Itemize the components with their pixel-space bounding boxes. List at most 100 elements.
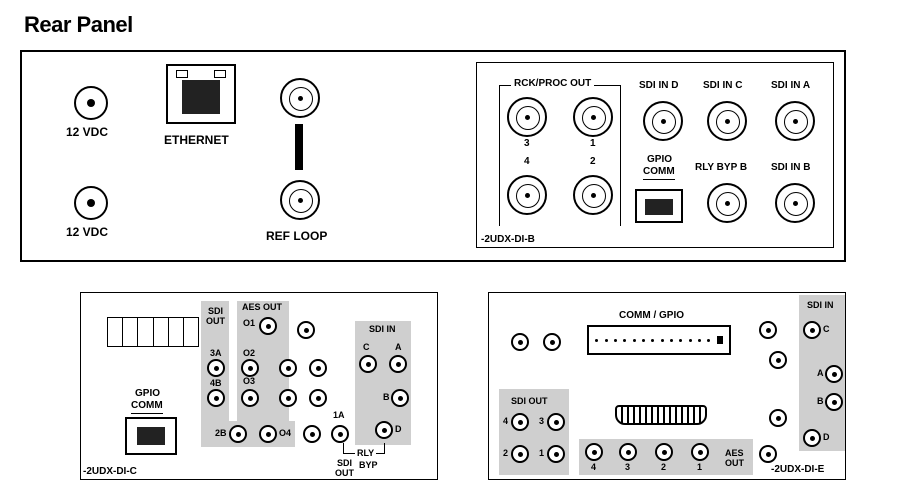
sdi-in-a bbox=[389, 355, 407, 373]
page-title: Rear Panel bbox=[24, 12, 133, 37]
rly-label: RLY bbox=[355, 448, 377, 458]
rck-out-3 bbox=[507, 97, 547, 137]
power-connector-2 bbox=[74, 186, 108, 220]
o2-label: 2 bbox=[503, 448, 509, 458]
ethernet-port bbox=[166, 64, 236, 124]
sdi-in-a bbox=[825, 365, 843, 383]
sdi-out-3a bbox=[207, 359, 225, 377]
power-label-1: 12 VDC bbox=[66, 125, 109, 139]
rck-out-1 bbox=[573, 97, 613, 137]
card-c-model: -2UDX-DI-C bbox=[83, 466, 137, 477]
rck-out-4 bbox=[507, 175, 547, 215]
card-c: SDI OUT AES OUT O1 3A O2 4B O3 2B O4 1A … bbox=[80, 292, 438, 480]
gpio-comm-port bbox=[635, 189, 683, 223]
sdi-in-c bbox=[803, 321, 821, 339]
main-rear-panel: 12 VDC 12 VDC ETHERNET REF LOOP RCK/PROC… bbox=[20, 50, 846, 262]
db25-connector bbox=[615, 405, 707, 425]
o2-label: O2 bbox=[243, 348, 256, 358]
ref-loop-link bbox=[295, 124, 303, 170]
sdi-out-4b bbox=[207, 389, 225, 407]
aes-out-label: AES OUT bbox=[242, 302, 283, 312]
aux-4 bbox=[279, 389, 297, 407]
aes-2-label: 2 bbox=[661, 462, 667, 472]
sdi-in-c bbox=[359, 355, 377, 373]
aes-out-4 bbox=[585, 443, 603, 461]
sdi-out-1a bbox=[331, 425, 349, 443]
d-label: D bbox=[395, 424, 402, 434]
rly-byp-b bbox=[707, 183, 747, 223]
aes-o2 bbox=[241, 359, 259, 377]
sdi-out-bottom-label2: OUT bbox=[335, 468, 354, 478]
c-label: C bbox=[363, 342, 370, 352]
sdi-in-d bbox=[643, 101, 683, 141]
gpio-label: GPIO bbox=[647, 154, 673, 165]
aux-1 bbox=[297, 321, 315, 339]
sdi-out-2 bbox=[511, 445, 529, 463]
sdi-in-b-label: SDI IN B bbox=[771, 162, 811, 173]
comm-label: COMM bbox=[643, 167, 675, 180]
aes-1-label: 1 bbox=[697, 462, 703, 472]
aux-6 bbox=[303, 425, 321, 443]
o4-label: 4 bbox=[503, 416, 509, 426]
comm-gpio-label: COMM / GPIO bbox=[619, 310, 684, 321]
aes-out-2 bbox=[655, 443, 673, 461]
d-label: D bbox=[823, 432, 830, 442]
a-label: A bbox=[395, 342, 402, 352]
4b-label: 4B bbox=[210, 378, 222, 388]
aux-5 bbox=[309, 389, 327, 407]
aes-out-1 bbox=[691, 443, 709, 461]
sdi-out-1 bbox=[547, 445, 565, 463]
b-label: B bbox=[383, 392, 390, 402]
o3-label: 3 bbox=[539, 416, 545, 426]
aux-2 bbox=[279, 359, 297, 377]
a-label: A bbox=[817, 368, 824, 378]
sdi-out-4 bbox=[511, 413, 529, 431]
o1-label: O1 bbox=[243, 318, 256, 328]
ref-loop-label: REF LOOP bbox=[266, 229, 328, 243]
b-label: B bbox=[817, 396, 824, 406]
aes-out-3 bbox=[619, 443, 637, 461]
comm-label: COMM bbox=[131, 401, 163, 414]
sdi-out-bottom-label1: SDI bbox=[337, 458, 353, 468]
aux-2 bbox=[543, 333, 561, 351]
sdi-in-b bbox=[775, 183, 815, 223]
aes-label: AES bbox=[725, 448, 744, 458]
aux-4 bbox=[769, 351, 787, 369]
sdi-in-a-label: SDI IN A bbox=[771, 80, 811, 91]
sdi-out-label2: OUT bbox=[206, 316, 225, 326]
out-2-label: 2 bbox=[590, 156, 596, 167]
sdi-in-a bbox=[775, 101, 815, 141]
aes-4-label: 4 bbox=[591, 462, 597, 472]
o3-label: O3 bbox=[243, 376, 256, 386]
out-3-label: 3 bbox=[524, 138, 530, 149]
dip-switch bbox=[107, 317, 199, 347]
ref-loop-bnc-bottom bbox=[280, 180, 320, 220]
aux-6 bbox=[759, 445, 777, 463]
sdi-in-label: SDI IN bbox=[369, 324, 396, 334]
2b-label: 2B bbox=[215, 428, 227, 438]
sdi-in-label: SDI IN bbox=[807, 300, 834, 310]
sdi-in-c-label: SDI IN C bbox=[703, 80, 743, 91]
aes-o4 bbox=[259, 425, 277, 443]
o1-label: 1 bbox=[539, 448, 545, 458]
sdi-in-b bbox=[391, 389, 409, 407]
c-label: C bbox=[823, 324, 830, 334]
byp-label: BYP bbox=[359, 460, 378, 470]
rly-byp-b-label: RLY BYP B bbox=[695, 162, 748, 173]
sdi-out-label: SDI bbox=[208, 306, 224, 316]
sdi-in-d bbox=[803, 429, 821, 447]
sdi-in-d-label: SDI IN D bbox=[639, 80, 679, 91]
card-e: COMM / GPIO SDI IN C A B D SDI OUT 4 3 2… bbox=[488, 292, 846, 480]
1a-label: 1A bbox=[333, 410, 345, 420]
sdi-in-b bbox=[825, 393, 843, 411]
comm-gpio-header bbox=[587, 325, 731, 355]
aux-5 bbox=[769, 409, 787, 427]
card-b-model: -2UDX-DI-B bbox=[481, 234, 535, 245]
out-4-label: 4 bbox=[524, 156, 530, 167]
sdi-in-c bbox=[707, 101, 747, 141]
3a-label: 3A bbox=[210, 348, 222, 358]
ref-loop-bnc-top bbox=[280, 78, 320, 118]
sdi-out-label: SDI OUT bbox=[511, 396, 548, 406]
power-label-2: 12 VDC bbox=[66, 225, 109, 239]
rck-out-2 bbox=[573, 175, 613, 215]
